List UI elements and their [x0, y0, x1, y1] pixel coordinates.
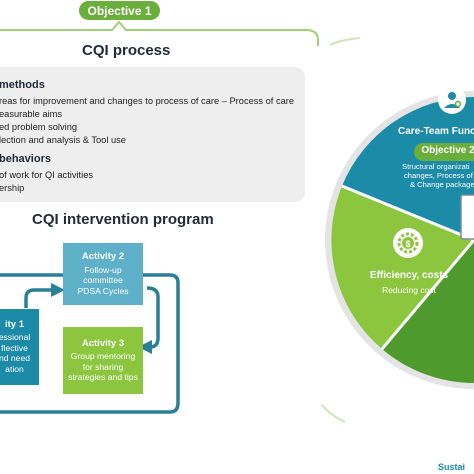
activity1-line: flective: [1, 342, 28, 353]
objective1-badge: Objective 1: [79, 1, 160, 20]
intervention-program-title: CQI intervention program: [32, 211, 214, 228]
activity2-line: PDSA Cycles: [77, 285, 129, 296]
methods-item: lection and analysis & Tool use: [0, 135, 126, 145]
behaviors-item: of work for QI activities: [0, 170, 94, 180]
methods-item: easurable aims: [0, 109, 63, 119]
user-gear-icon: [438, 86, 466, 114]
behaviors-item: ership: [0, 183, 25, 193]
behaviors-heading: behaviors: [0, 153, 51, 165]
objective2-label: Objective 2: [421, 145, 474, 156]
care-team-description: Structural organizati changes, Process o…: [402, 162, 474, 189]
activity1-line: essional: [0, 332, 31, 343]
care-team-title: Care-Team Functio: [398, 126, 474, 137]
activity1-title: ity 1: [4, 318, 24, 330]
bottom-segment: [382, 240, 474, 383]
methods-item: ed problem solving: [0, 122, 78, 132]
cqi-process-panel: [0, 67, 305, 202]
activity1-line: ation: [5, 363, 24, 374]
care-team-segment: [342, 97, 474, 240]
activity3-title: Activity 3: [81, 337, 125, 349]
care-team-line: changes, Process of: [404, 171, 473, 180]
activity1-box: ity 1 essional flective nd need ation: [0, 309, 39, 385]
center-frame: [460, 194, 474, 240]
care-team-line: & Change package: [410, 180, 474, 189]
activity2-title: Activity 2: [81, 251, 125, 262]
objective2-badge: [414, 143, 474, 161]
activity2-line: committee: [83, 275, 123, 285]
care-team-line: Structural organizati: [402, 162, 470, 171]
footer-label: Sustai: [438, 462, 466, 472]
efficiency-subtitle: Reducing cost: [382, 285, 436, 295]
efficiency-title: Efficiency, costs: [369, 270, 449, 281]
activity3-box: Activity 3 Group mentoring for sharing s…: [63, 327, 143, 394]
svg-text:$: $: [405, 239, 410, 249]
activity3-line: strategies and tips: [68, 372, 138, 382]
methods-item: reas for improvement and changes to proc…: [0, 96, 295, 106]
cqi-process-title: CQI process: [82, 42, 171, 59]
activity3-line: for sharing: [82, 361, 124, 372]
gear-dollar-icon: $: [393, 228, 423, 258]
activity2-line: Follow-up: [84, 264, 122, 275]
activity3-line: Group mentoring: [70, 351, 136, 361]
activity1-line: nd need: [0, 353, 31, 364]
objective1-connector: [0, 20, 319, 46]
methods-heading: methods: [0, 79, 45, 91]
activity2-box: Activity 2 Follow-up committee PDSA Cycl…: [63, 243, 143, 305]
